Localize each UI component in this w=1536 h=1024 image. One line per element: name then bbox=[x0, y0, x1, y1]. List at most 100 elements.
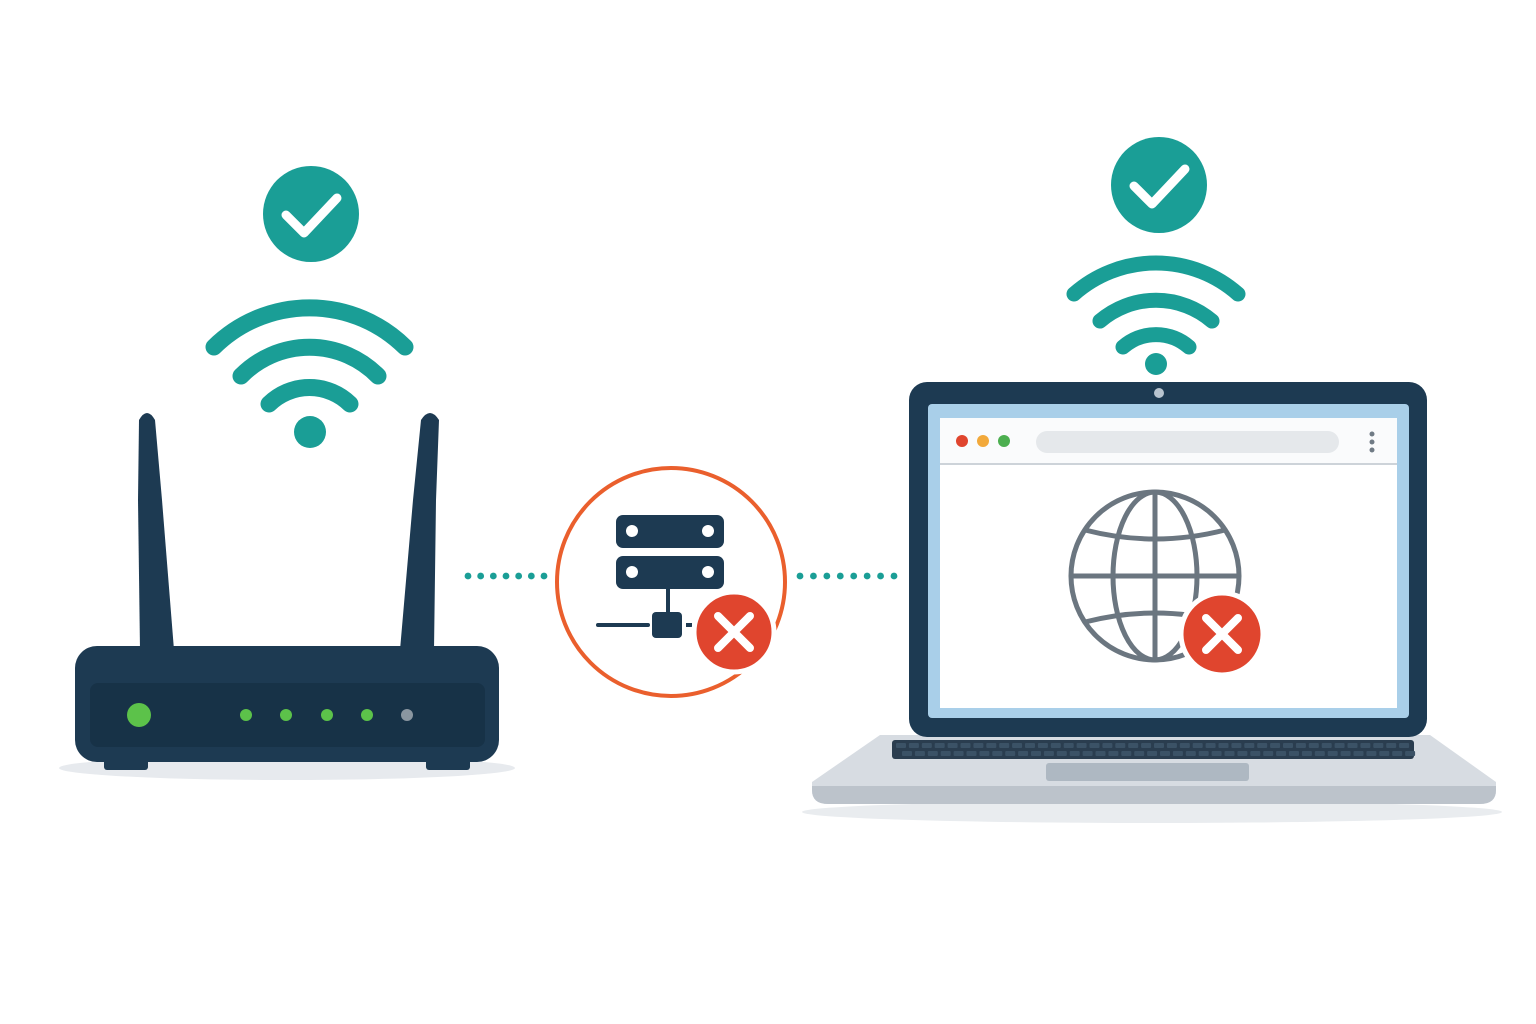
keyboard-key bbox=[1031, 751, 1041, 756]
router-foot-left bbox=[104, 758, 148, 770]
keyboard-key bbox=[1321, 743, 1332, 748]
keyboard-key bbox=[1250, 751, 1261, 756]
keyboard-key bbox=[1095, 751, 1106, 756]
link-dot bbox=[540, 572, 548, 580]
keyboard-key bbox=[1392, 751, 1403, 756]
keyboard-key bbox=[1037, 743, 1048, 748]
laptop-shadow bbox=[802, 801, 1502, 823]
keyboard-key bbox=[1334, 743, 1345, 748]
router-led-1 bbox=[127, 703, 151, 727]
keyboard-key bbox=[1056, 751, 1067, 756]
webcam bbox=[1154, 388, 1164, 398]
link-dot bbox=[850, 572, 858, 580]
keyboard-key bbox=[1076, 743, 1087, 748]
keyboard-key bbox=[1224, 751, 1235, 756]
keyboard-key bbox=[1089, 743, 1100, 748]
link-dot bbox=[836, 572, 844, 580]
keyboard-key bbox=[1366, 751, 1377, 756]
window-control-dot[interactable] bbox=[998, 435, 1010, 447]
router-check-icon bbox=[263, 166, 359, 262]
keyboard-key bbox=[1405, 751, 1416, 756]
keyboard-key bbox=[1108, 751, 1119, 756]
link-dot bbox=[823, 572, 831, 580]
keyboard-key bbox=[1276, 751, 1287, 756]
laptop-group bbox=[802, 137, 1502, 823]
link-dns-to-laptop bbox=[796, 572, 898, 580]
keyboard-key bbox=[986, 743, 997, 748]
laptop-keyboard bbox=[892, 740, 1414, 759]
laptop-trackpad bbox=[1046, 763, 1249, 781]
browser-window bbox=[940, 418, 1397, 708]
keyboard-key bbox=[966, 751, 977, 756]
laptop-wifi-icon bbox=[1066, 255, 1246, 375]
router-led-3 bbox=[280, 709, 292, 721]
keyboard-key bbox=[1012, 743, 1023, 748]
link-dot bbox=[489, 572, 497, 580]
keyboard-key bbox=[979, 751, 990, 756]
keyboard-key bbox=[1360, 743, 1371, 748]
dns-error-icon bbox=[691, 589, 777, 675]
keyboard-key bbox=[1082, 751, 1093, 756]
link-dot bbox=[527, 572, 535, 580]
dns-server-group bbox=[555, 466, 787, 698]
server-icon bbox=[596, 515, 724, 638]
keyboard-key bbox=[1270, 743, 1281, 748]
keyboard-key bbox=[999, 743, 1010, 748]
address-bar[interactable] bbox=[1036, 431, 1339, 453]
keyboard-key bbox=[1025, 743, 1035, 748]
link-dot bbox=[810, 572, 817, 580]
link-dot bbox=[502, 572, 510, 580]
keyboard-key bbox=[1128, 743, 1139, 748]
internet-error-icon bbox=[1178, 590, 1266, 678]
keyboard-key bbox=[1386, 743, 1397, 748]
keyboard-key bbox=[1160, 751, 1170, 756]
link-dot bbox=[515, 572, 523, 580]
keyboard-key bbox=[1327, 751, 1338, 756]
keyboard-key bbox=[1399, 743, 1410, 748]
keyboard-key bbox=[1134, 751, 1145, 756]
keyboard-key bbox=[1353, 751, 1364, 756]
keyboard-key bbox=[1141, 743, 1152, 748]
keyboard-key bbox=[902, 751, 912, 756]
laptop-check-icon bbox=[1111, 137, 1207, 233]
link-dot bbox=[464, 572, 472, 580]
keyboard-key bbox=[973, 743, 984, 748]
keyboard-key bbox=[934, 743, 945, 748]
keyboard-key bbox=[1211, 751, 1222, 756]
keyboard-key bbox=[1179, 743, 1190, 748]
keyboard-key bbox=[1314, 751, 1325, 756]
keyboard-key bbox=[1005, 751, 1016, 756]
menu-dots-icon[interactable] bbox=[1369, 431, 1375, 453]
keyboard-key bbox=[1301, 751, 1312, 756]
link-dot bbox=[477, 572, 485, 580]
keyboard-key bbox=[1373, 743, 1384, 748]
keyboard-key bbox=[1263, 751, 1274, 756]
router-led-row bbox=[127, 703, 413, 727]
keyboard-key bbox=[947, 743, 958, 748]
keyboard-key bbox=[1283, 743, 1293, 748]
keyboard-key bbox=[1166, 743, 1177, 748]
keyboard-key bbox=[1295, 743, 1306, 748]
keyboard-key bbox=[1115, 743, 1126, 748]
link-dot bbox=[890, 572, 898, 580]
keyboard-keys bbox=[896, 743, 1416, 756]
link-dot bbox=[877, 572, 884, 580]
keyboard-key bbox=[1147, 751, 1158, 756]
keyboard-key bbox=[1121, 751, 1132, 756]
keyboard-key bbox=[1185, 751, 1196, 756]
keyboard-key bbox=[1237, 751, 1248, 756]
keyboard-key bbox=[1308, 743, 1319, 748]
window-control-dot[interactable] bbox=[956, 435, 968, 447]
keyboard-key bbox=[1043, 751, 1054, 756]
router-antenna-right bbox=[400, 413, 439, 650]
keyboard-key bbox=[1018, 751, 1029, 756]
keyboard-key bbox=[1172, 751, 1183, 756]
keyboard-key bbox=[1231, 743, 1242, 748]
window-control-dot[interactable] bbox=[977, 435, 989, 447]
keyboard-key bbox=[908, 743, 919, 748]
keyboard-key bbox=[1102, 743, 1113, 748]
keyboard-key bbox=[1205, 743, 1216, 748]
keyboard-key bbox=[927, 751, 938, 756]
keyboard-key bbox=[1257, 743, 1268, 748]
keyboard-key bbox=[960, 743, 971, 748]
